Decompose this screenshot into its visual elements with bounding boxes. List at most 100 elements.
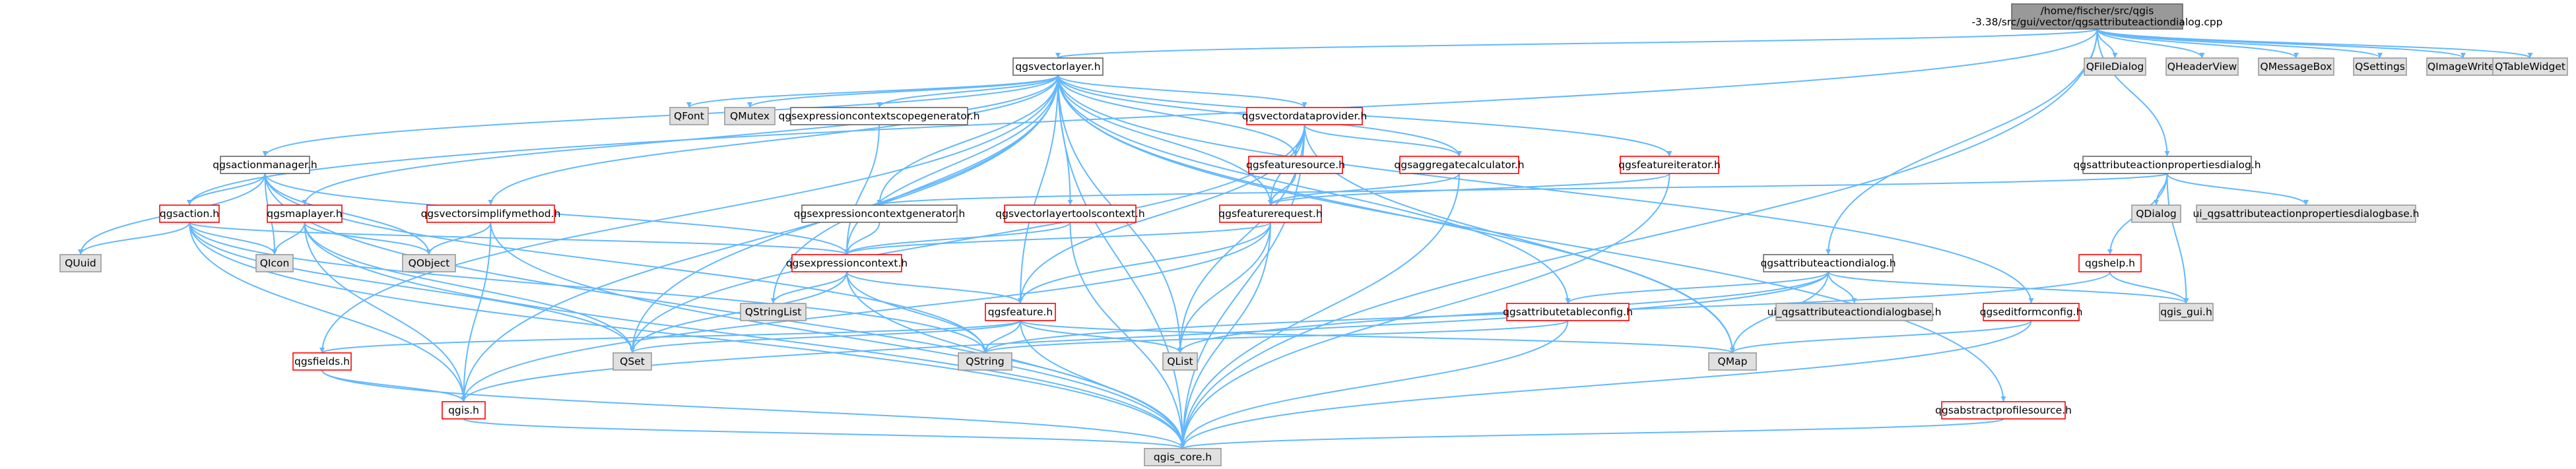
- edge-featureiterator-to-featurerequest: [1270, 173, 1670, 206]
- edge-root-to-qgscore: [1182, 28, 2098, 449]
- node-label: QHeaderView: [2167, 61, 2237, 73]
- edge-action-to-QUuid: [80, 222, 190, 255]
- arrowhead-editform-to-QMap: [1730, 348, 1735, 353]
- edge-tableconfig-to-QString: [984, 320, 1569, 354]
- edge-qgsvectorlayer-to-tableconfig: [1057, 75, 1569, 304]
- edge-qgsvectorlayer-to-featureiterator: [1057, 75, 1670, 157]
- node-qgsvectorlayer[interactable]: qgsvectorlayer.h: [1012, 57, 1104, 76]
- node-qgis[interactable]: qgis.h: [442, 401, 486, 420]
- node-qgshelp[interactable]: qgshelp.h: [2078, 254, 2142, 272]
- node-action[interactable]: qgsaction.h: [159, 204, 220, 223]
- arrowhead-qgsvectorlayer-to-QMutex: [747, 102, 752, 108]
- node-label: QStringList: [745, 306, 802, 318]
- edge-featurerequest-to-qgsfeature: [1020, 222, 1271, 304]
- edge-qgsfields-to-qgscore: [321, 369, 1183, 449]
- edge-attrdialog-to-qgis: [463, 271, 1829, 402]
- node-box: [2165, 57, 2239, 76]
- arrowhead-attrdialog-to-uidialog: [1851, 298, 1857, 303]
- edge-action-to-QString: [189, 222, 986, 354]
- edge-qgsvectorlayer-to-ctxgen: [878, 75, 1059, 206]
- arrowhead-dataprovider-to-aggcalc: [1457, 151, 1462, 156]
- node-label: /home/fischer/src/qgis: [2041, 5, 2154, 17]
- arrowhead-qgsvectorlayer-to-featureiterator: [1667, 151, 1672, 156]
- node-scopegen[interactable]: qgsexpressioncontextscopegenerator.h: [778, 107, 980, 125]
- node-box: [1012, 57, 1104, 76]
- edge-attrprops-to-qgsgui: [2166, 173, 2187, 304]
- dependency-nodes: /home/fischer/src/qgis-3.38/src/gui/vect…: [59, 3, 2568, 466]
- node-label: QFont: [674, 110, 704, 122]
- node-box: [1399, 156, 1519, 174]
- node-label: qgsvectorsimplifymethod.h: [421, 208, 561, 220]
- arrowhead-featureiterator-to-featurerequest: [1268, 200, 1273, 205]
- edge-simplify-to-qgscore: [490, 222, 1183, 449]
- node-dataprovider[interactable]: qgsvectordataprovider.h: [1242, 107, 1367, 125]
- node-qgsfields[interactable]: qgsfields.h: [292, 352, 352, 371]
- node-label: qgsfeature.h: [988, 306, 1053, 318]
- node-label: qgsvectordataprovider.h: [1242, 110, 1367, 122]
- node-label: qgsvectorlayer.h: [1015, 61, 1100, 73]
- arrowhead-qgsvectorlayer-to-editform: [2028, 298, 2034, 303]
- arrowhead-qgsfields-to-qgis: [461, 396, 467, 402]
- node-label: qgsfeatureiterator.h: [1618, 159, 1721, 171]
- edge-action-to-qgis: [189, 222, 465, 402]
- node-tableconfig[interactable]: qgsattributetableconfig.h: [1503, 303, 1633, 321]
- node-box: [1983, 303, 2080, 321]
- node-simplify[interactable]: qgsvectorsimplifymethod.h: [421, 204, 561, 223]
- edge-qgsvectorlayer-to-qgscore: [1057, 75, 1183, 449]
- node-label: qgis.h: [448, 404, 479, 416]
- edge-maplayer-to-qgis: [304, 222, 465, 402]
- node-box: [2196, 204, 2416, 223]
- node-toolscontext[interactable]: qgsvectorlayertoolscontext.h: [995, 204, 1145, 223]
- node-label: qgis_gui.h: [2160, 306, 2212, 319]
- edge-actionmanager-to-action: [189, 173, 266, 206]
- arrowhead-maplayer-to-QIcon: [272, 249, 277, 255]
- node-label: qgsvectorlayertoolscontext.h: [995, 208, 1144, 220]
- edge-qgis-to-qgscore: [463, 418, 1183, 449]
- node-label: QMutex: [730, 110, 770, 122]
- node-featuresource[interactable]: qgsfeaturesource.h: [1246, 156, 1345, 174]
- node-aggcalc[interactable]: qgsaggregatecalculator.h: [1394, 156, 1525, 174]
- node-featureiterator[interactable]: qgsfeatureiterator.h: [1618, 156, 1721, 174]
- node-ctxgen[interactable]: qgsexpressioncontextgenerator.h: [794, 204, 966, 223]
- node-root[interactable]: /home/fischer/src/qgis-3.38/src/gui/vect…: [1971, 3, 2223, 30]
- arrowhead-root-to-QSettings: [2377, 53, 2383, 58]
- edge-exprcontext-to-QSet: [632, 271, 847, 354]
- node-box: [1248, 156, 1343, 174]
- dependency-edges: [78, 28, 2533, 449]
- node-box: [59, 254, 102, 272]
- edge-featurerequest-to-QList: [1179, 222, 1271, 354]
- node-label: qgsfeaturerequest.h: [1218, 208, 1322, 220]
- node-label: qgseditformconfig.h: [1980, 306, 2083, 318]
- node-QSet: QSet: [612, 352, 652, 371]
- node-box: [1708, 352, 1757, 371]
- node-profile[interactable]: qgsabstractprofilesource.h: [1935, 401, 2072, 420]
- node-QMap: QMap: [1708, 352, 1757, 371]
- node-box: [442, 401, 486, 420]
- node-exprcontext[interactable]: qgsexpressioncontext.h: [786, 254, 908, 272]
- node-QObject: QObject: [402, 254, 456, 272]
- edge-qgsvectorlayer-to-featuresource: [1057, 75, 1296, 157]
- arrowhead-qgsvectorlayer-to-actionmanager: [262, 151, 268, 156]
- node-featurerequest[interactable]: qgsfeaturerequest.h: [1218, 204, 1323, 223]
- edge-qgsfeature-to-QSet: [632, 320, 1021, 354]
- arrowhead-actionmanager-to-action: [187, 200, 192, 205]
- edge-action-to-qgscore: [189, 222, 1183, 449]
- node-box: [1775, 303, 1933, 321]
- node-label: qgsaction.h: [160, 208, 219, 220]
- node-editform[interactable]: qgseditformconfig.h: [1980, 303, 2083, 321]
- arrowhead-root-to-attrprops: [2164, 151, 2170, 156]
- node-label: QSettings: [2355, 61, 2405, 73]
- node-label: qgsexpressioncontextscopegenerator.h: [778, 110, 979, 122]
- node-label: ui_qgsattributeactiondialogbase.h: [1767, 306, 1942, 319]
- node-label: qgsabstractprofilesource.h: [1935, 404, 2072, 416]
- edge-dataprovider-to-qgscore: [1182, 124, 1305, 449]
- node-label: qgsmaplayer.h: [267, 208, 342, 220]
- node-actionmanager[interactable]: qgsactionmanager.h: [213, 156, 317, 174]
- node-QTableWidget: QTableWidget: [2492, 57, 2568, 76]
- edge-qgsvectorlayer-to-qgsfields: [321, 75, 1059, 354]
- node-qgsfeature[interactable]: qgsfeature.h: [985, 303, 1056, 321]
- node-attrdialog[interactable]: qgsattributeactiondialog.h: [1760, 254, 1896, 272]
- edge-qgsvectorlayer-to-QMutex: [749, 75, 1059, 108]
- node-attrprops[interactable]: qgsattributeactionpropertiesdialog.h: [2073, 156, 2261, 174]
- node-maplayer[interactable]: qgsmaplayer.h: [267, 204, 343, 223]
